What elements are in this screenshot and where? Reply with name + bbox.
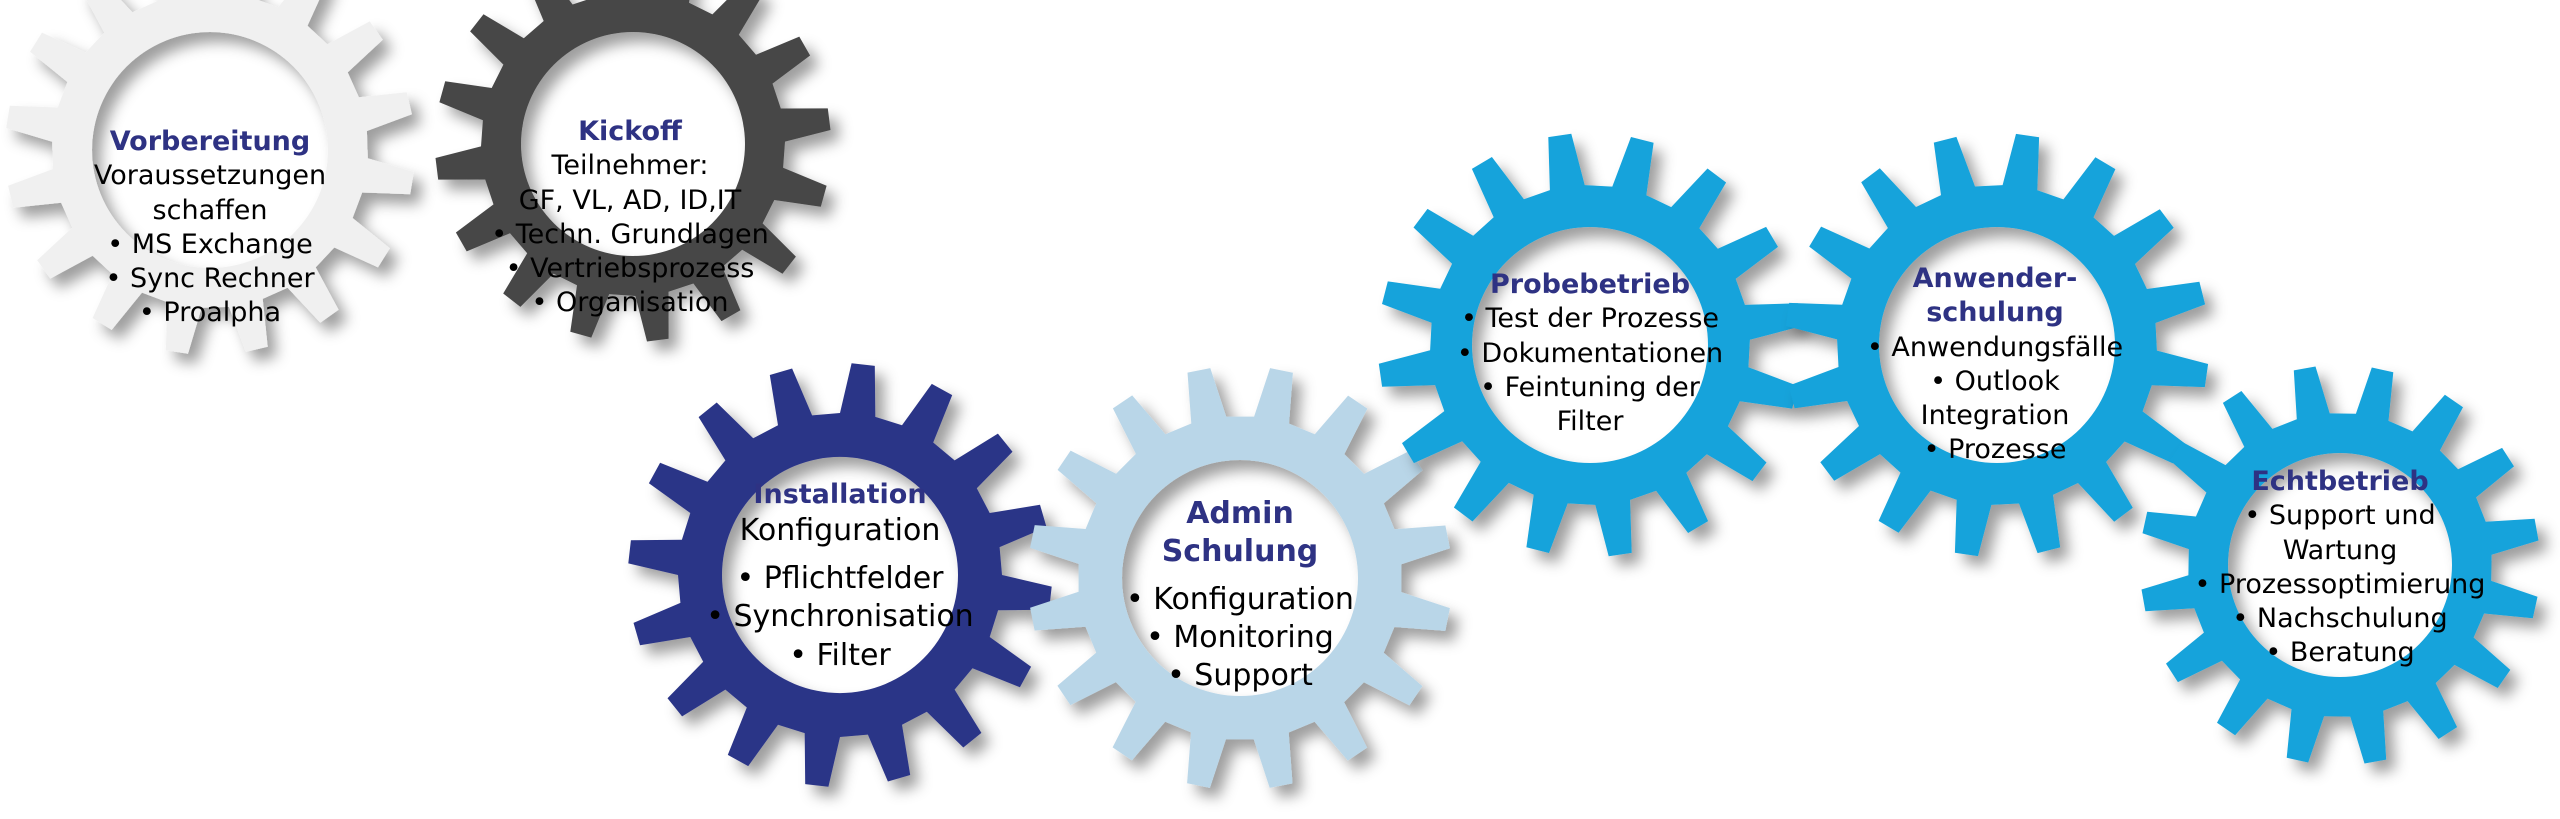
- gear-probebetrieb-text: Probebetrieb • Test der Prozesse • Dokum…: [1440, 268, 1740, 439]
- gear-probebetrieb-line-3: • Feintuning der: [1480, 371, 1700, 403]
- gear-echtbetrieb-shape: [2141, 366, 2539, 764]
- gear-kickoff-line-5: • Organisation: [531, 287, 729, 319]
- gear-installation-line-4: • Filter: [789, 637, 891, 673]
- gear-admin-text: Admin Schulung • Konfiguration • Monitor…: [1095, 495, 1385, 695]
- gear-anwender-text: Anwender- schulung • Anwendungsfälle • O…: [1850, 262, 2140, 468]
- gear-vorbereitung-line-2: schaffen: [152, 194, 268, 226]
- gear-admin-spacer: [1095, 571, 1385, 581]
- gear-vorbereitung-line-3: • MS Exchange: [107, 228, 313, 260]
- gear-probebetrieb-line-1: • Test der Prozesse: [1460, 303, 1720, 335]
- gear-echtbetrieb-line-1: • Support und: [2244, 500, 2436, 532]
- gear-echtbetrieb-line-3: • Prozessoptimierung: [2194, 568, 2486, 600]
- gear-kickoff-text: Kickoff Teilnehmer: GF, VL, AD, ID,IT • …: [480, 115, 780, 321]
- gear-installation-text: Installation Konfiguration • Pflichtfeld…: [695, 478, 985, 675]
- gear-kickoff-line-2: GF, VL, AD, ID,IT: [518, 184, 742, 216]
- gear-echtbetrieb-line-5: • Beratung: [2265, 637, 2415, 669]
- gear-admin-shape: [1030, 368, 1450, 788]
- gear-echtbetrieb-line-4: • Nachschulung: [2232, 603, 2448, 635]
- gear-installation-line-1: Konfiguration: [739, 513, 941, 549]
- gear-installation-line-3: • Synchronisation: [706, 599, 974, 635]
- gear-anwender-line-1: • Anwendungsfälle: [1866, 331, 2124, 363]
- gear-admin-line-3: • Support: [1167, 658, 1313, 694]
- gear-admin-line-1: • Konfiguration: [1126, 582, 1354, 618]
- gear-anwender-title-2: schulung: [1926, 297, 2064, 329]
- gear-installation-spacer: [695, 550, 985, 560]
- gear-installation-line-2: • Pflichtfelder: [736, 561, 944, 597]
- gear-admin-line-2: • Monitoring: [1146, 620, 1334, 656]
- gear-anwender-line-2: • Outlook: [1930, 365, 2060, 397]
- gear-anwender-line-3: Integration: [1920, 400, 2070, 432]
- gear-probebetrieb-line-2: • Dokumentationen: [1456, 337, 1724, 369]
- gear-kickoff-line-3: • Techn. Grundlagen: [491, 218, 769, 250]
- gear-probebetrieb-title: Probebetrieb: [1489, 269, 1691, 300]
- gear-vorbereitung-text: Vorbereitung Voraussetzungen schaffen • …: [65, 125, 355, 331]
- gear-probebetrieb-line-4: Filter: [1556, 406, 1624, 438]
- gear-anwender-title-1: Anwender-: [1912, 263, 2078, 294]
- gear-echtbetrieb-title: Echtbetrieb: [2251, 466, 2429, 497]
- gear-admin-title-2: Schulung: [1161, 534, 1319, 570]
- gear-anwender-line-4: • Prozesse: [1923, 434, 2067, 466]
- gear-vorbereitung-line-5: • Proalpha: [138, 297, 282, 329]
- gear-kickoff-line-1: Teilnehmer:: [551, 150, 709, 182]
- gear-vorbereitung-title: Vorbereitung: [109, 126, 311, 157]
- gear-kickoff-title: Kickoff: [578, 116, 682, 147]
- gear-vorbereitung-line-4: • Sync Rechner: [105, 263, 315, 295]
- gear-kickoff-line-4: • Vertriebsprozess: [505, 253, 755, 285]
- gear-echtbetrieb-text: Echtbetrieb • Support und Wartung • Proz…: [2190, 465, 2490, 671]
- gear-installation-title: Installation: [753, 479, 927, 510]
- gear-installation-shape: [628, 363, 1052, 787]
- gear-anwender-shape: [1785, 133, 2209, 557]
- gear-vorbereitung-shape: [6, 0, 414, 354]
- gear-admin-title-1: Admin: [1186, 496, 1294, 531]
- gear-echtbetrieb-line-2: Wartung: [2282, 534, 2398, 566]
- gear-kickoff-shape: [435, 0, 831, 342]
- gear-probebetrieb-shape: [1378, 133, 1802, 557]
- gear-vorbereitung-line-1: Voraussetzungen: [93, 160, 327, 192]
